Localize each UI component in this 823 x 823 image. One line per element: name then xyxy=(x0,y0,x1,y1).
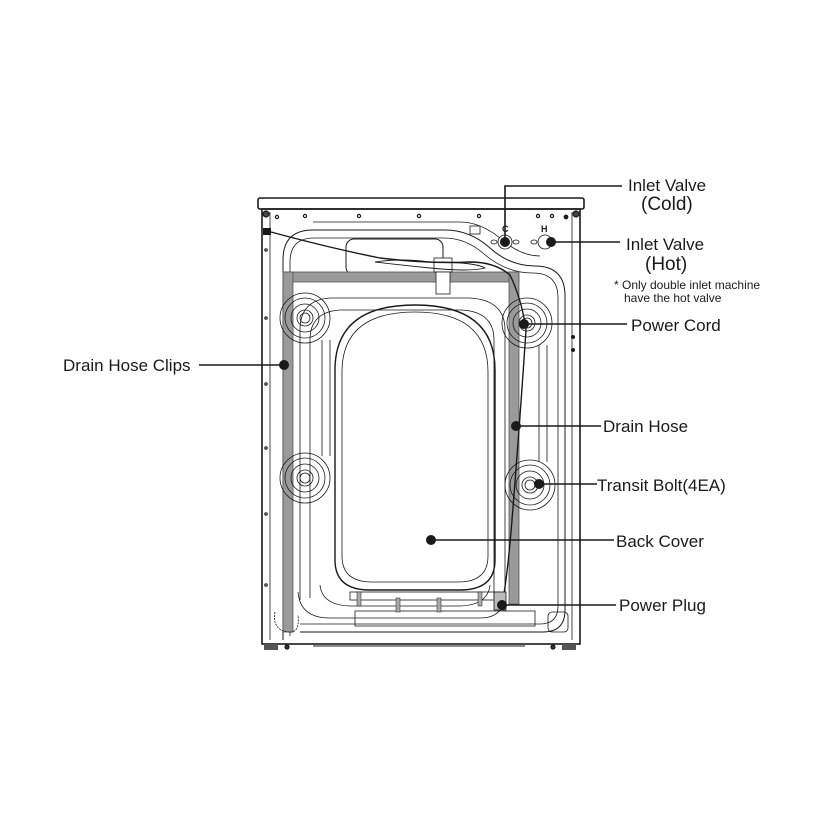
label-drain-hose: Drain Hose xyxy=(603,417,689,436)
label-transit-bolt: Transit Bolt(4EA) xyxy=(597,476,726,495)
outer-channel xyxy=(282,229,566,640)
drain-hose-frame xyxy=(282,271,520,283)
label-inlet-valve-hot-line2: (Hot) xyxy=(645,254,688,275)
power-cord xyxy=(270,231,527,601)
valve-mark-cold: C xyxy=(502,224,509,234)
transit-bolt-bottom-left xyxy=(279,452,331,504)
label-power-cord: Power Cord xyxy=(631,316,721,335)
transit-bolt-top-left xyxy=(279,292,331,344)
label-inlet-valve-cold-line2: (Cold) xyxy=(641,194,693,215)
back-cover-outer xyxy=(299,297,506,600)
label-drain-hose-clips: Drain Hose Clips xyxy=(63,356,191,375)
back-cover-opening xyxy=(334,304,496,591)
label-inlet-valve-cold-line1: Inlet Valve xyxy=(628,176,707,195)
hot-valve-note-line1: * Only double inlet machine xyxy=(614,278,761,292)
transit-bolt-top-right xyxy=(501,297,553,349)
power-cord-entry xyxy=(263,228,271,235)
top-lid xyxy=(257,197,585,210)
label-back-cover: Back Cover xyxy=(616,532,704,551)
valve-mark-hot: H xyxy=(541,224,548,234)
callout-leaders xyxy=(199,185,627,610)
label-inlet-valve-hot-line1: Inlet Valve xyxy=(626,235,705,254)
top-shroud xyxy=(345,238,444,276)
label-power-plug: Power Plug xyxy=(619,596,706,615)
hot-valve-note-line2: have the hot valve xyxy=(624,291,722,305)
